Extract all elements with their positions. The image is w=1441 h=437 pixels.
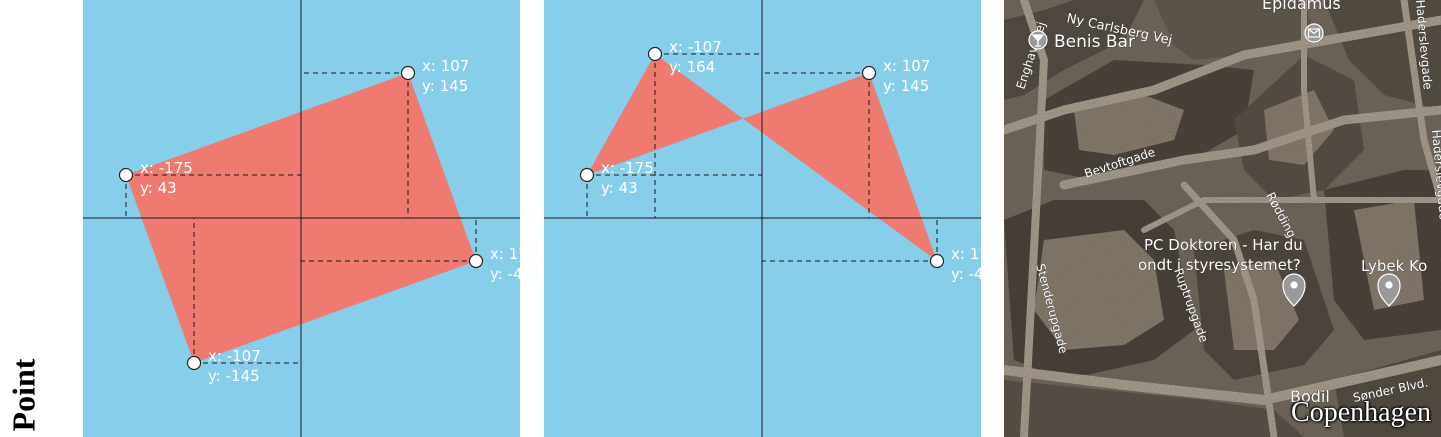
vertex-y-label: y: 145	[422, 77, 468, 95]
vertex-y-label: y: 43	[601, 179, 638, 197]
vertex-handle[interactable]	[468, 253, 484, 269]
mail-marker-icon[interactable]	[1304, 23, 1324, 43]
copenhagen-map-panel: Epidamus Ny Carlsberg Vej Benis Bar Engh…	[1004, 0, 1441, 437]
map-caption: Copenhagen	[1291, 397, 1431, 428]
vertex-x-label: x: 107	[422, 57, 469, 75]
vertex-x-label: x: -175	[601, 159, 654, 177]
map-label-pc-doktoren-line1: PC Doktoren - Har du	[1144, 236, 1303, 254]
rectangle-polygon-panel: x: -175 y: 43 x: 107 y: 145 x: 175 y: -43 x: -…	[83, 0, 520, 437]
vertex-handle[interactable]	[929, 253, 945, 269]
vertex-y-label: y: -43	[951, 265, 981, 283]
vertex-y-label: y: -43	[490, 265, 520, 283]
vertex-x-label: x: -107	[208, 347, 261, 365]
vertex-handle[interactable]	[647, 46, 663, 62]
vertex-y-label: y: -145	[208, 367, 260, 385]
row-label: Point	[6, 0, 42, 437]
map-label-epidamus: Epidamus	[1262, 0, 1341, 13]
vertex-x-label: x: -107	[669, 38, 722, 56]
map-label-benis-bar: Benis Bar	[1054, 32, 1135, 52]
vertex-x-label: x: 107	[883, 57, 930, 75]
vertex-handle[interactable]	[579, 167, 595, 183]
map-texture	[1004, 0, 1441, 437]
map-pin-icon[interactable]	[1282, 273, 1306, 307]
vertex-y-label: y: 43	[140, 179, 177, 197]
vertex-x-label: x: 175	[951, 245, 981, 263]
vertex-x-label: x: 175	[490, 245, 520, 263]
vertex-handle[interactable]	[400, 65, 416, 81]
bowtie-polygon-shape	[587, 54, 937, 261]
vertex-x-label: x: -175	[140, 159, 193, 177]
vertex-y-label: y: 145	[883, 77, 929, 95]
vertex-handle[interactable]	[861, 65, 877, 81]
map-label-pc-doktoren-line2: ondt i styresystemet?	[1138, 256, 1301, 274]
vertex-handle[interactable]	[118, 167, 134, 183]
bowtie-polygon-panel: x: -175 y: 43 x: -107 y: 164 x: 175 y: -43 x: …	[544, 0, 981, 437]
map-label-bodil: Bodil	[1290, 387, 1330, 406]
bowtie-polygon-canvas: x: -175 y: 43 x: -107 y: 164 x: 175 y: -43 x: …	[544, 0, 981, 437]
bar-marker-icon[interactable]	[1028, 30, 1048, 50]
map-pin-icon[interactable]	[1377, 273, 1401, 307]
map-label-lybek: Lybek Ko	[1361, 257, 1427, 275]
place-markers	[1028, 23, 1401, 307]
vertex-handle[interactable]	[186, 355, 202, 371]
row-label-text: Point	[5, 358, 42, 432]
rectangle-polygon-canvas: x: -175 y: 43 x: 107 y: 145 x: 175 y: -43 x: -…	[83, 0, 520, 437]
satellite-map: Epidamus Ny Carlsberg Vej Benis Bar Engh…	[1004, 0, 1441, 437]
vertex-y-label: y: 164	[669, 58, 715, 76]
